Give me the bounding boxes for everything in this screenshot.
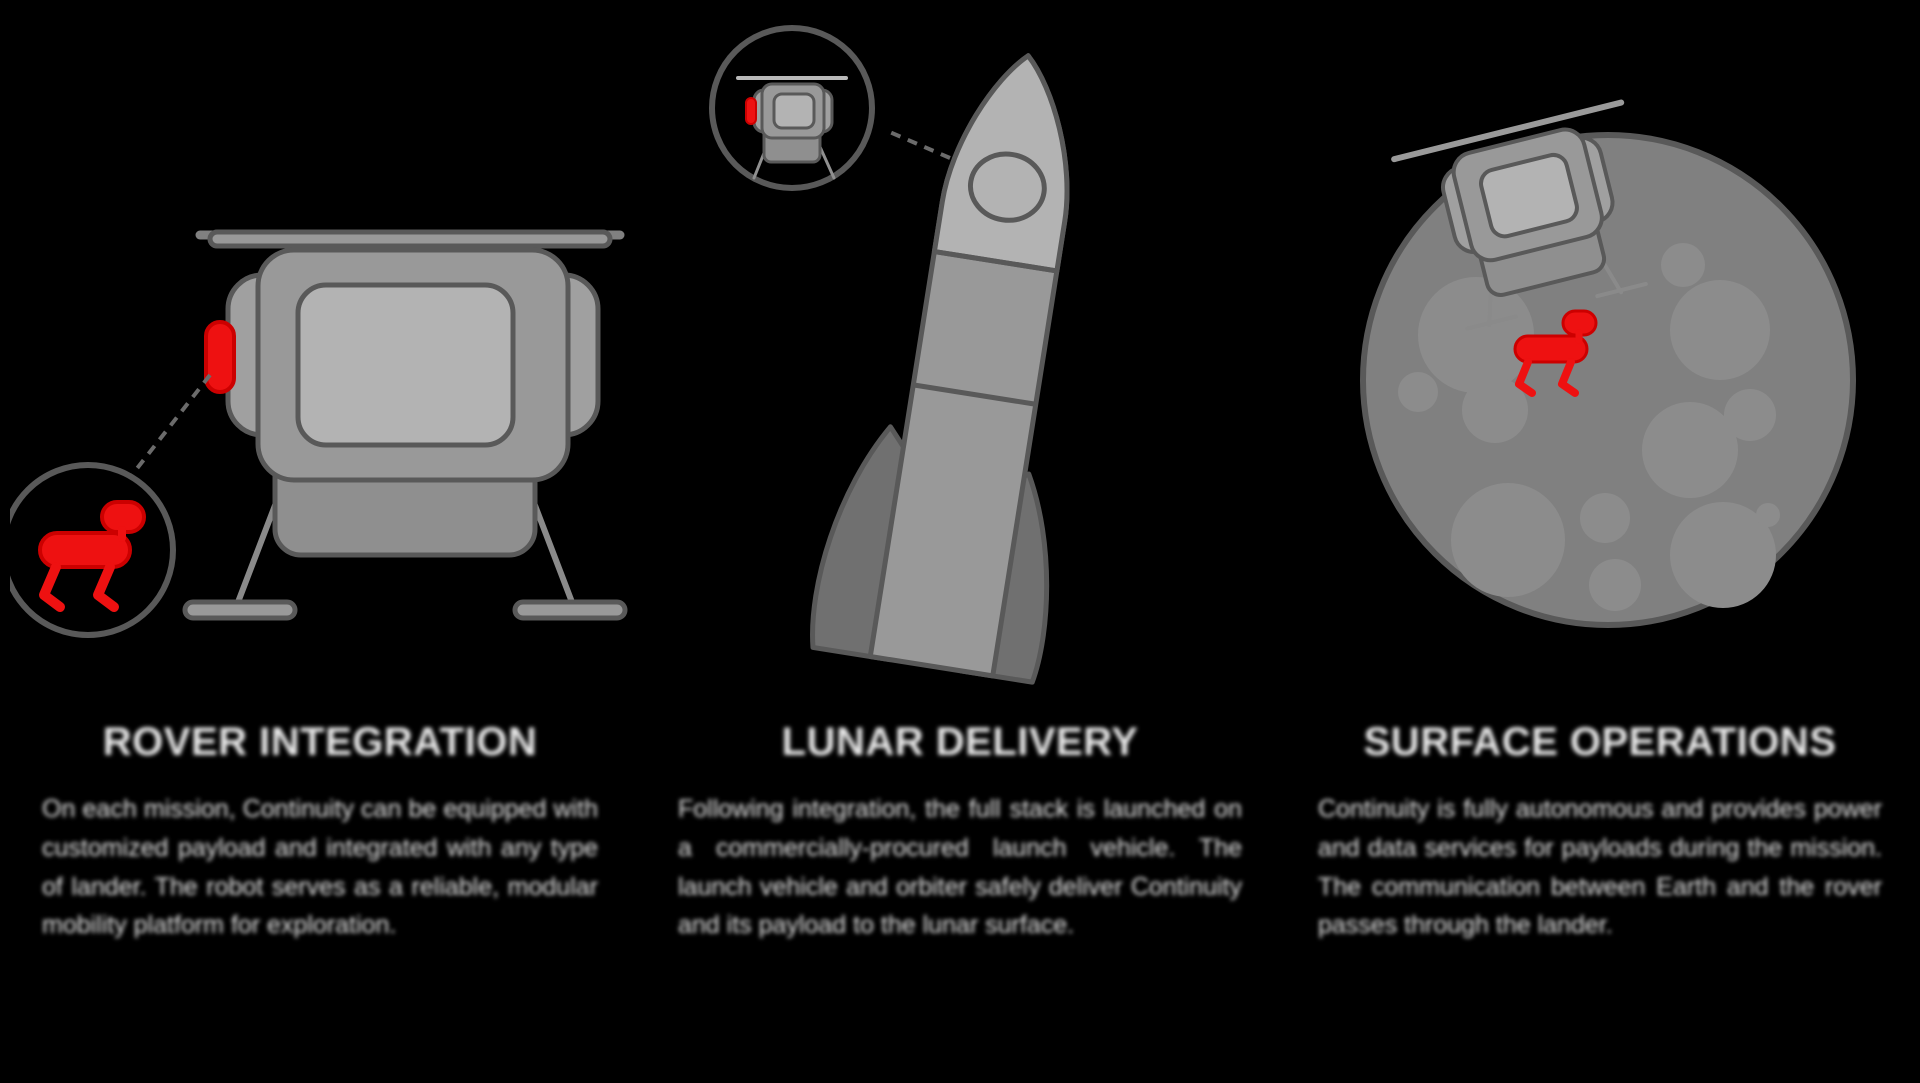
lander-on-moon xyxy=(1391,99,1648,331)
moon-with-lander-illustration xyxy=(1280,0,1920,720)
rocket-svg xyxy=(709,25,1070,685)
column-surface-operations: SURFACE OPERATIONS Continuity is fully a… xyxy=(1280,0,1920,1083)
caption-rover-integration: ROVER INTEGRATION On each mission, Conti… xyxy=(0,720,640,945)
callout-leader-line xyxy=(126,373,212,482)
heading-surface-operations: SURFACE OPERATIONS xyxy=(1363,720,1837,764)
rocket-with-lander-callout-illustration xyxy=(640,0,1280,720)
column-lunar-delivery: LUNAR DELIVERY Following integration, th… xyxy=(640,0,1280,1083)
lander-svg xyxy=(10,229,628,638)
body-surface-operations: Continuity is fully autonomous and provi… xyxy=(1318,795,1882,940)
payload-hatch xyxy=(967,151,1047,223)
heading-lunar-delivery: LUNAR DELIVERY xyxy=(781,720,1139,764)
stage-line-1 xyxy=(934,249,1058,274)
stage-line-2 xyxy=(912,382,1037,407)
body-rover-integration: On each mission, Continuity can be equip… xyxy=(42,795,598,940)
caption-surface-operations: SURFACE OPERATIONS Continuity is fully a… xyxy=(1280,720,1920,945)
rover-icon xyxy=(1513,309,1598,397)
moon-svg xyxy=(1360,99,1856,628)
lander-icon xyxy=(736,76,848,180)
body-lunar-delivery: Following integration, the full stack is… xyxy=(678,795,1242,940)
column-rover-integration: ROVER INTEGRATION On each mission, Conti… xyxy=(0,0,640,1083)
heading-rover-integration: ROVER INTEGRATION xyxy=(102,720,538,764)
rover-icon xyxy=(38,500,146,612)
lander-with-rover-callout-illustration xyxy=(0,0,640,720)
callout-leader-line xyxy=(884,128,951,160)
caption-lunar-delivery: LUNAR DELIVERY Following integration, th… xyxy=(640,720,1280,945)
moon-craters xyxy=(1398,243,1780,611)
